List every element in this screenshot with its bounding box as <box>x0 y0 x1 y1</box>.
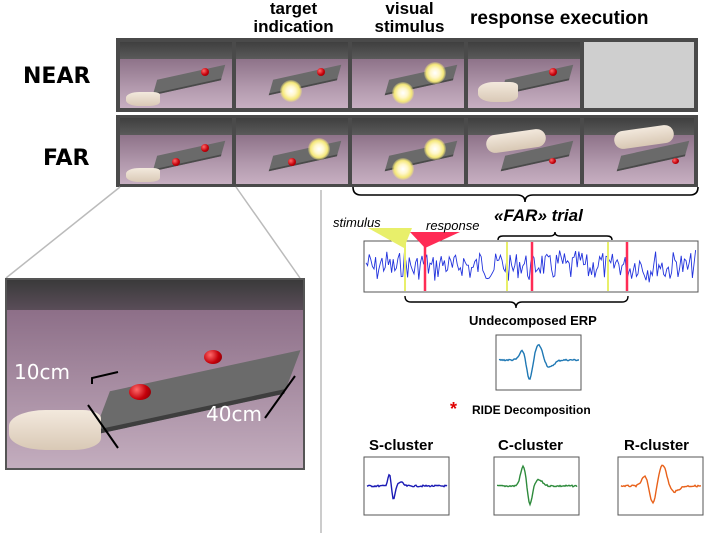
zoom-target-dot-far <box>204 350 222 364</box>
header-response-execution: response execution <box>470 8 649 29</box>
c-cluster-trace <box>497 464 578 507</box>
near-frame-4 <box>468 42 580 108</box>
zoom-line-left <box>5 186 121 279</box>
ride-decomposition-label: RIDE Decomposition <box>472 403 591 417</box>
row-label-near: NEAR <box>23 64 91 89</box>
zoom-target-dot-near <box>129 384 151 400</box>
header-target-indication: target indication <box>253 0 334 36</box>
red-target-dot <box>201 68 209 76</box>
far-frame-2 <box>236 118 348 184</box>
r-cluster-label: R-cluster <box>624 437 690 454</box>
s-cluster-trace <box>366 473 448 500</box>
dimension-label-length: 40cm <box>206 402 262 426</box>
far-row-strip <box>116 115 698 187</box>
far-frame-1 <box>120 118 232 184</box>
far-frame-4 <box>468 118 580 184</box>
row-label-far: FAR <box>43 146 90 171</box>
near-frame-blank <box>584 42 694 108</box>
near-frame-3 <box>352 42 464 108</box>
response-callout <box>410 232 460 248</box>
near-frame-2 <box>236 42 348 108</box>
near-frame-1 <box>120 42 232 108</box>
c-cluster-label: C-cluster <box>498 437 564 454</box>
dimension-label-width: 10cm <box>14 360 70 384</box>
light-glow <box>280 80 302 102</box>
undecomposed-erp-label: Undecomposed ERP <box>469 313 597 328</box>
near-row-strip <box>116 38 698 112</box>
far-trial-brace <box>352 186 699 203</box>
stimulus-callout <box>368 228 412 248</box>
far-frame-3 <box>352 118 464 184</box>
header-visual-stimulus: visual stimulus <box>374 0 445 36</box>
erp-brace <box>404 295 629 309</box>
trial-top-brace <box>497 231 613 241</box>
response-label: response <box>426 218 480 233</box>
r-cluster-trace <box>620 464 702 505</box>
stimulus-label: stimulus <box>333 215 381 230</box>
ride-asterisk-icon: * <box>450 399 458 419</box>
zoom-panel <box>5 278 305 470</box>
undecomposed-erp-trace <box>498 343 579 380</box>
zoom-hand <box>9 410 101 450</box>
zoom-line-right <box>235 186 301 279</box>
far-frame-5 <box>584 118 694 184</box>
trial-title: «FAR» trial <box>494 206 583 225</box>
hand-image <box>126 92 160 106</box>
s-cluster-label: S-cluster <box>369 437 434 454</box>
